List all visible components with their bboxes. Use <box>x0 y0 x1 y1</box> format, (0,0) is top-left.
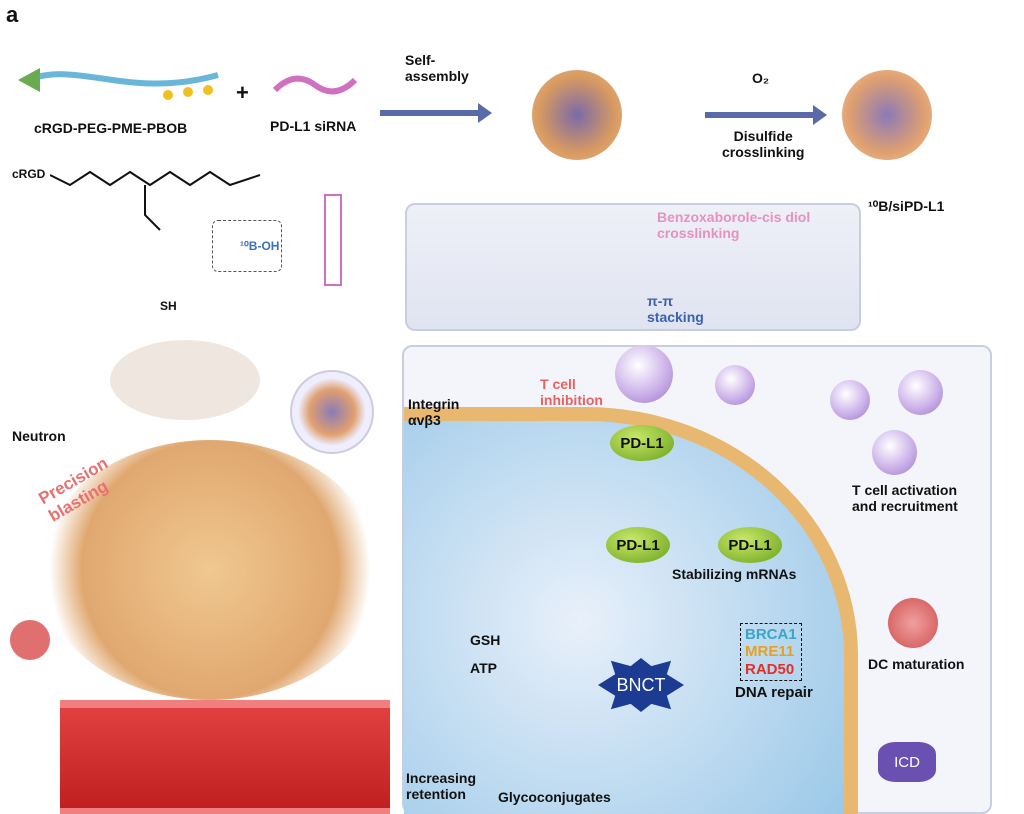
benzoxaborole-box <box>212 220 282 272</box>
chem-boh: ¹⁰B-OH <box>240 239 280 253</box>
neutron-label: Neutron <box>12 428 66 444</box>
integrin-label: Integrin αvβ3 <box>408 396 460 429</box>
tcell-inhibition-label: T cell inhibition <box>540 376 603 409</box>
polymer-label: cRGD-PEG-PME-PBOB <box>34 120 188 136</box>
gene-mre11: MRE11 <box>745 643 795 661</box>
crosslinking-inset: Benzoxaborole-cis diol crosslinking π-π … <box>405 203 861 331</box>
crosslinking-label: Benzoxaborole-cis diol crosslinking <box>657 209 811 242</box>
self-assembly-arrow <box>380 103 492 123</box>
sirna-icon <box>272 75 358 95</box>
dc-cell-icon <box>888 598 938 648</box>
self-assembly-label: Self- assembly <box>405 52 469 85</box>
tumor-icon <box>40 440 380 700</box>
atp-label: ATP <box>470 660 497 676</box>
chem-cRGD: cRGD <box>12 167 46 181</box>
sirna-label: PD-L1 siRNA <box>270 118 357 134</box>
pdl1-center: PD-L1 <box>606 527 670 563</box>
panel-label: a <box>6 2 19 27</box>
pdl1-right: PD-L1 <box>718 527 782 563</box>
stabilizing-label: Stabilizing mRNAs <box>672 566 797 582</box>
dna-repair-label: DNA repair <box>735 684 813 701</box>
tcell-icon <box>898 370 943 415</box>
cell-panel <box>402 345 992 814</box>
gene-box: BRCA1 MRE11 RAD50 <box>740 623 802 681</box>
polymer-chain-icon <box>18 68 219 100</box>
gsh-label: GSH <box>470 632 501 648</box>
dc-cell-icon <box>10 620 50 660</box>
plus-sign: + <box>236 80 249 105</box>
blood-vessel-icon <box>60 700 390 814</box>
tcell-icon <box>872 430 917 475</box>
nanoparticle-zoom-icon <box>290 370 374 454</box>
disulfide-label: Disulfide crosslinking <box>722 128 805 161</box>
polymer-structure-icon <box>50 170 261 231</box>
product-label: ¹⁰B/siPD-L1 <box>868 198 945 214</box>
retention-label: Increasing retention <box>406 770 477 803</box>
tumor-cell-icon <box>404 407 858 814</box>
crosslinked-nanoparticle-icon <box>842 70 932 160</box>
o2-label: O₂ <box>752 70 770 86</box>
dc-maturation-label: DC maturation <box>868 656 965 672</box>
gene-rad50: RAD50 <box>745 660 795 678</box>
crosslink-arrow <box>705 105 827 125</box>
stacking-label: π-π stacking <box>647 293 704 326</box>
tcell-activation-label: T cell activation and recruitment <box>852 482 958 515</box>
glycoconjugates-label: Glycoconjugates <box>498 789 611 805</box>
nanoparticle-icon <box>532 70 622 160</box>
gene-brca1: BRCA1 <box>745 626 797 643</box>
pdl1-membrane: PD-L1 <box>610 425 674 461</box>
icd-badge: ICD <box>878 742 936 782</box>
tcell-icon <box>715 365 755 405</box>
diol-structure-icon <box>324 194 342 286</box>
tcell-icon <box>615 345 673 403</box>
chem-sh: SH <box>160 299 177 313</box>
tcell-icon <box>830 380 870 420</box>
mouse-icon <box>110 340 260 420</box>
